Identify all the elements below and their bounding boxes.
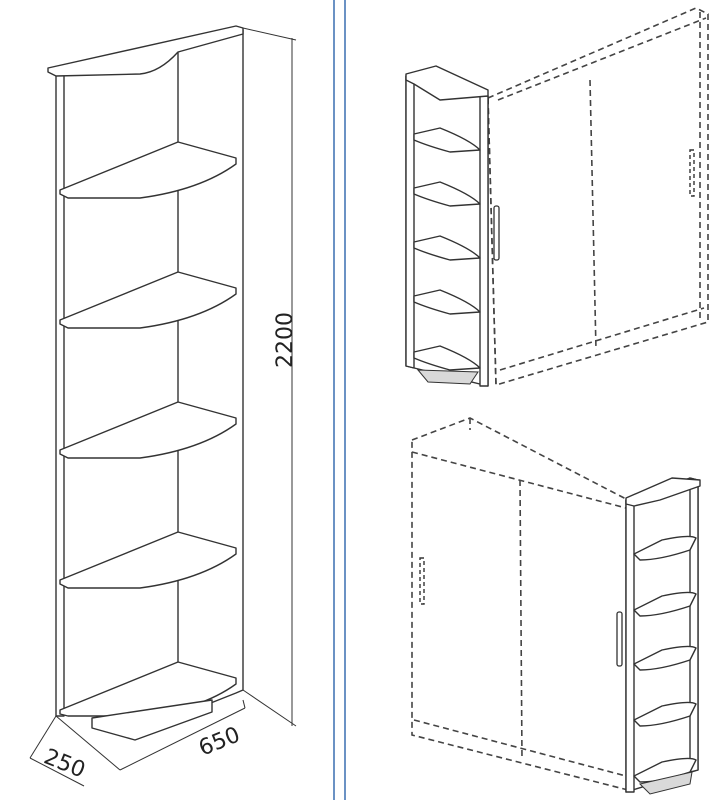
wardrobe-shelf-left [405, 7, 709, 387]
wardrobe-handle-door [419, 557, 425, 605]
side-shelf-right-back [625, 477, 699, 793]
shelf-2 [59, 271, 237, 329]
dim-height-label: 2200 [273, 312, 298, 368]
shelf-4 [59, 531, 237, 589]
shelf-side-panel [55, 73, 65, 717]
shelf-back-panel [177, 29, 244, 717]
dim-depth-label: 250 [40, 745, 88, 784]
wardrobe-handle-right [689, 149, 695, 197]
wardrobe-handle-left [493, 205, 500, 261]
wardrobe-handle-side [616, 611, 623, 667]
corner-shelf-unit: 2200 250 650 [29, 25, 298, 787]
wardrobe-shelf-right [411, 417, 701, 795]
shelf-top [47, 25, 244, 77]
dim-width-label: 650 [195, 723, 243, 762]
shelf-3 [59, 401, 237, 459]
shelf-plinth [91, 699, 213, 741]
shelf-1 [59, 141, 237, 199]
side-shelf-back [405, 75, 489, 387]
